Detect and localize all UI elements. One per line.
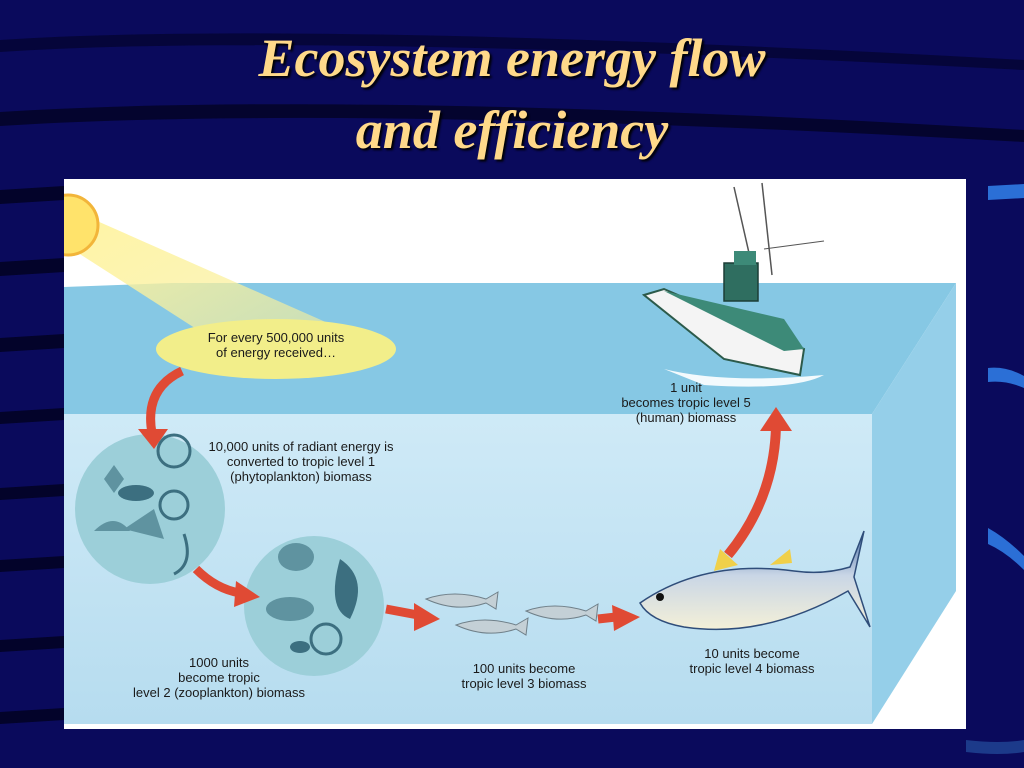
zooplankton-icon [244,536,384,676]
phytoplankton-icon [75,433,225,584]
label-level-4-line-1: 10 units become [704,646,800,661]
title-line-1: Ecosystem energy flow [258,28,766,88]
label-level-2-line-3: level 2 (zooplankton) biomass [133,685,305,700]
arrow-zoo-to-smallfish [385,604,419,620]
energy-flow-arrows [138,366,792,631]
label-sun-line-1: For every 500,000 units [207,330,345,345]
title-line-2: and efficiency [355,100,669,160]
label-level-5: 1 unit becomes tropic level 5 (human) bi… [596,380,776,425]
label-level-5-line-1: 1 unit [670,380,702,395]
label-level-4-line-2: tropic level 4 biomass [689,661,815,676]
label-level-1-line-3: (phytoplankton) biomass [230,469,372,484]
label-level-3: 100 units become tropic level 3 biomass [434,661,614,691]
arrow-head-5 [760,407,792,431]
sun-callout-bubble [156,319,396,379]
arrow-tuna-to-human [724,426,781,559]
label-level-3-line-1: 100 units become [472,661,576,676]
label-sun-line-2: of energy received… [216,345,336,360]
water-side [872,283,956,724]
diagram-art [64,182,956,724]
label-level-5-line-2: becomes tropic level 5 [621,395,751,410]
label-level-1-line-1: 10,000 units of radiant energy is [208,439,394,454]
label-level-4: 10 units become tropic level 4 biomass [662,646,842,676]
label-level-2-line-2: become tropic [178,670,260,685]
label-sun-energy: For every 500,000 units of energy receiv… [176,330,376,360]
arrow-head-1 [138,429,168,449]
tuna-icon [639,530,871,631]
sun-icon [64,193,100,257]
arrow-sun-to-phytoplankton [146,366,185,434]
slide-title: Ecosystem energy flow and efficiency [0,22,1024,166]
arrow-head-4 [612,605,640,631]
small-fish-icon [424,591,599,636]
energy-flow-diagram: For every 500,000 units of energy receiv… [64,179,966,729]
fishing-boat-icon [641,182,825,387]
label-level-1: 10,000 units of radiant energy is conver… [186,439,416,484]
arrow-head-2 [234,581,260,607]
label-level-2: 1000 units become tropic level 2 (zoopla… [104,655,334,700]
label-level-3-line-2: tropic level 3 biomass [461,676,587,691]
label-level-1-line-2: converted to tropic level 1 [226,454,376,469]
label-level-5-line-3: (human) biomass [635,410,737,425]
arrow-head-3 [414,603,440,631]
label-level-2-line-1: 1000 units [189,655,249,670]
